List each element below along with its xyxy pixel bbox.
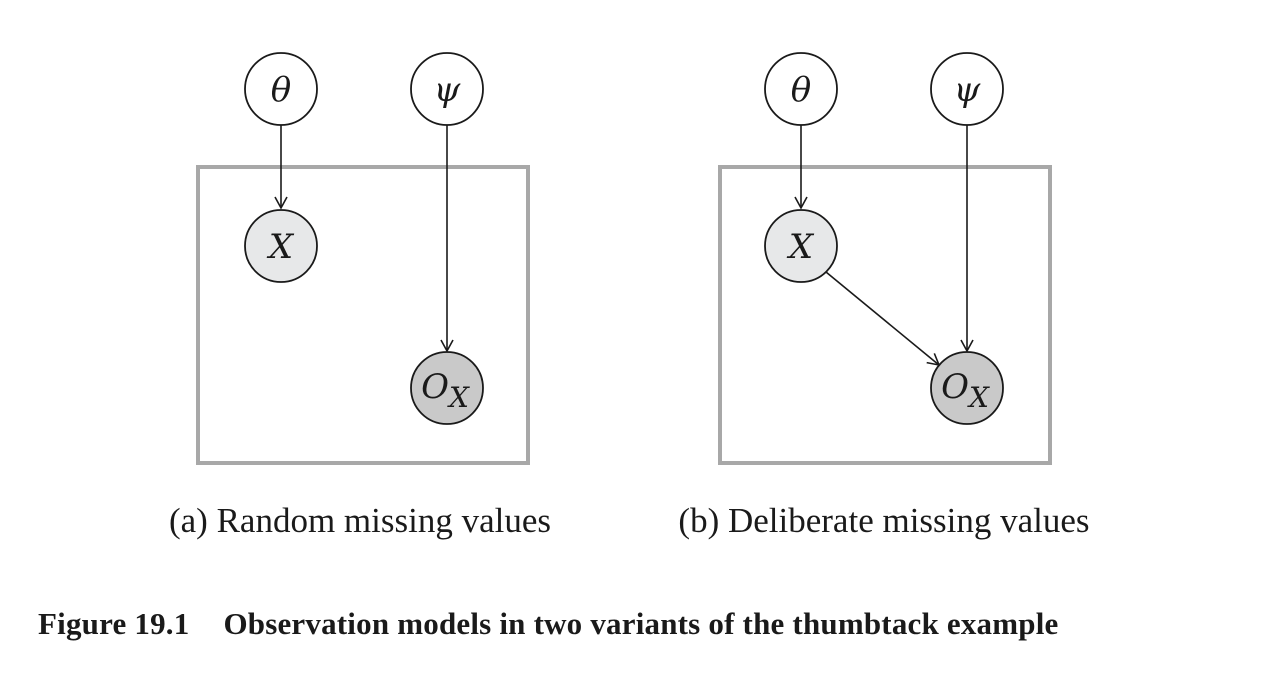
node-a-x-label: X bbox=[266, 227, 295, 267]
node-a-obs-main: O bbox=[421, 367, 449, 407]
node-a-psi: ψ bbox=[410, 52, 484, 126]
node-b-obs-circle bbox=[930, 351, 1004, 425]
node-b-obs-main: O bbox=[941, 367, 969, 407]
edge-b-x-to-obs bbox=[825, 271, 941, 367]
node-a-theta-label: θ bbox=[271, 70, 291, 110]
node-b-theta-label: θ bbox=[791, 70, 811, 110]
node-b-obs: OX bbox=[930, 351, 1004, 425]
panel-b-caption: (b) Deliberate missing values bbox=[678, 501, 1089, 540]
node-a-obs: OX bbox=[410, 351, 484, 425]
node-b-x: X bbox=[764, 209, 838, 283]
node-b-psi: ψ bbox=[930, 52, 1004, 126]
plate-b bbox=[718, 165, 1052, 465]
node-a-psi-label: ψ bbox=[434, 70, 461, 110]
node-a-obs-label: OX bbox=[421, 367, 470, 414]
plate-a bbox=[196, 165, 530, 465]
node-b-psi-label: ψ bbox=[954, 70, 981, 110]
node-a-x: X bbox=[244, 209, 318, 283]
node-a-psi-circle bbox=[410, 52, 484, 126]
node-b-theta-circle bbox=[764, 52, 838, 126]
node-b-obs-sub: X bbox=[967, 381, 990, 414]
node-a-theta-circle bbox=[244, 52, 318, 126]
node-b-psi-circle bbox=[930, 52, 1004, 126]
node-a-obs-circle bbox=[410, 351, 484, 425]
node-a-theta: θ bbox=[244, 52, 318, 126]
node-b-x-label: X bbox=[786, 227, 815, 267]
node-b-theta: θ bbox=[764, 52, 838, 126]
node-b-obs-label: OX bbox=[941, 367, 990, 414]
node-a-obs-sub: X bbox=[447, 381, 470, 414]
panel-a-caption: (a) Random missing values bbox=[169, 501, 551, 540]
panel-a: θ ψ X OX (a) Random missing values bbox=[169, 52, 551, 540]
panel-b: θ ψ X OX (b) Deliberate missing values bbox=[678, 52, 1090, 540]
node-b-x-circle bbox=[764, 209, 838, 283]
figure-caption: Figure 19.1 Observation models in two var… bbox=[38, 606, 1258, 642]
figure-number: Figure 19.1 bbox=[38, 606, 190, 641]
figure-caption-text: Observation models in two variants of th… bbox=[223, 606, 1059, 641]
node-a-x-circle bbox=[244, 209, 318, 283]
